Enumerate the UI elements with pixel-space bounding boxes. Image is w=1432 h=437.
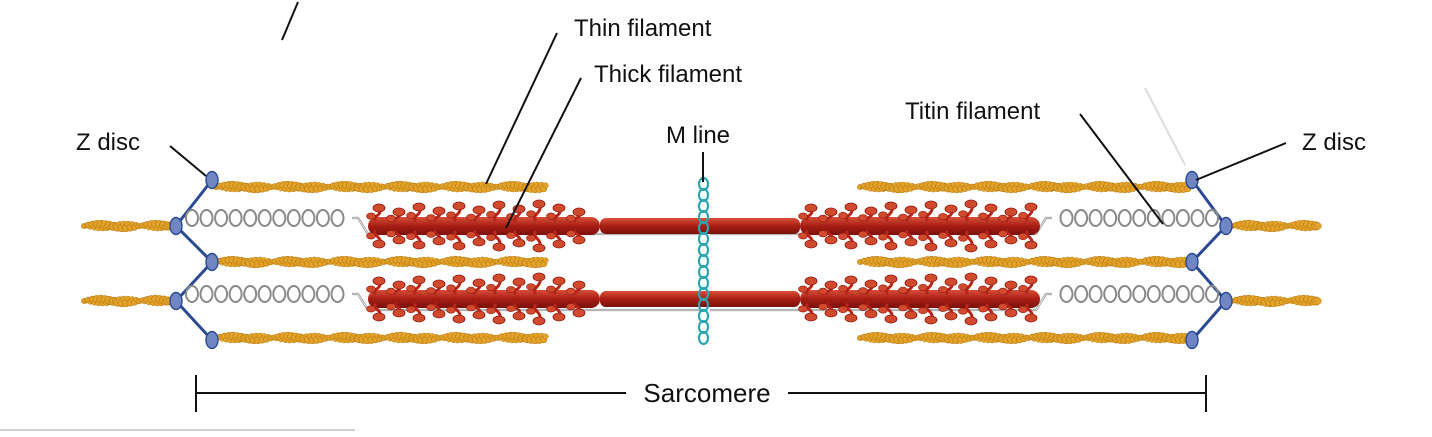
label-z-disc-right: Z disc: [1302, 129, 1366, 156]
thin-filament-right-3: [857, 331, 1193, 345]
leader-z-disc-right: [1195, 142, 1287, 181]
thin-filament-left-2: [213, 255, 549, 269]
label-z-disc-left: Z disc: [76, 129, 140, 156]
label-m-line: M line: [666, 122, 730, 149]
thin-filament-right-1: [857, 180, 1193, 194]
z-disc-node: [205, 252, 219, 272]
stray-leader-line-right: [1144, 87, 1186, 166]
titin-right-1: [710, 209, 1219, 236]
thin-filament-stub-left-1: [81, 219, 174, 233]
z-disc-node: [205, 330, 219, 350]
m-line-chain: [697, 176, 710, 346]
z-disc-node: [169, 216, 183, 236]
leader-thin-filament: [485, 32, 558, 185]
thin-filaments: [81, 180, 1322, 345]
thin-filament-left-3: [213, 331, 549, 345]
z-disc-node: [1185, 330, 1199, 350]
leader-thick-filament: [505, 77, 582, 229]
z-disc-node: [1219, 216, 1233, 236]
z-disc-nodes: [169, 170, 1233, 350]
thin-filament-stub-left-2: [81, 294, 174, 308]
sarcomere-bracket: [195, 375, 1207, 412]
leader-z-disc-left: [169, 145, 207, 177]
thin-filament-left-1: [213, 180, 549, 194]
leader-lines: [169, 1, 1287, 229]
thin-filament-right-2: [857, 255, 1193, 269]
z-disc-node: [1219, 291, 1233, 311]
z-disc-node: [169, 291, 183, 311]
z-disc-node: [205, 170, 219, 190]
thick-filament-lower: [366, 272, 1040, 326]
thin-filament-stub-right-1: [1229, 219, 1322, 233]
stray-leader-line-left: [281, 1, 299, 41]
label-thin-filament: Thin filament: [574, 15, 712, 42]
label-titin-filament: Titin filament: [905, 98, 1040, 125]
label-thick-filament: Thick filament: [594, 61, 742, 88]
z-disc-node: [1185, 252, 1199, 272]
label-sarcomere: Sarcomere: [643, 378, 770, 408]
leader-titin-filament: [1079, 113, 1164, 225]
thin-filament-stub-right-2: [1229, 294, 1322, 308]
